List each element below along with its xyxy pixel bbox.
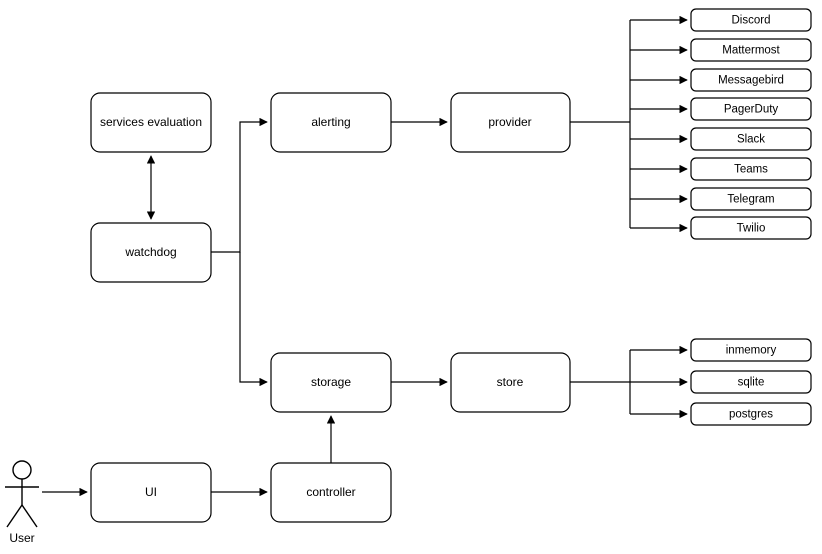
node-messagebird-rect xyxy=(690,68,812,92)
actor-leg-right-icon xyxy=(21,504,38,528)
node-postgres[interactable]: postgres xyxy=(690,402,812,426)
actor-head-icon xyxy=(12,460,32,480)
node-pagerduty[interactable]: PagerDuty xyxy=(690,97,812,121)
actor-label: User xyxy=(9,531,34,545)
node-watchdog[interactable]: watchdog xyxy=(90,222,212,283)
node-alerting[interactable]: alerting xyxy=(270,92,392,153)
node-alerting-rect xyxy=(270,92,392,153)
node-services-evaluation-rect xyxy=(90,92,212,153)
node-services-evaluation[interactable]: services evaluation xyxy=(90,92,212,153)
edge-watchdog-alerting xyxy=(211,117,268,253)
node-mattermost[interactable]: Mattermost xyxy=(690,38,812,62)
node-teams-rect xyxy=(690,157,812,181)
node-mattermost-rect xyxy=(690,38,812,62)
actor-user[interactable]: User xyxy=(5,460,39,545)
node-controller[interactable]: controller xyxy=(270,462,392,523)
node-telegram[interactable]: Telegram xyxy=(690,187,812,211)
node-slack[interactable]: Slack xyxy=(690,127,812,151)
node-discord-rect xyxy=(690,8,812,32)
actor-leg-left-icon xyxy=(6,504,23,528)
provider-targets-layer: Discord Mattermost Messagebird PagerDuty… xyxy=(690,8,812,240)
node-storage[interactable]: storage xyxy=(270,352,392,413)
edges-layer xyxy=(42,15,688,497)
node-teams[interactable]: Teams xyxy=(690,157,812,181)
node-store[interactable]: store xyxy=(450,352,571,413)
node-messagebird[interactable]: Messagebird xyxy=(690,68,812,92)
edge-watchdog-storage xyxy=(239,252,268,387)
node-telegram-rect xyxy=(690,187,812,211)
node-ui-rect xyxy=(90,462,212,523)
node-pagerduty-rect xyxy=(690,97,812,121)
node-controller-rect xyxy=(270,462,392,523)
node-provider-rect xyxy=(450,92,571,153)
node-inmemory-rect xyxy=(690,338,812,362)
node-twilio[interactable]: Twilio xyxy=(690,216,812,240)
store-targets-layer: inmemory sqlite postgres xyxy=(690,338,812,426)
node-postgres-rect xyxy=(690,402,812,426)
node-discord[interactable]: Discord xyxy=(690,8,812,32)
node-storage-rect xyxy=(270,352,392,413)
node-inmemory[interactable]: inmemory xyxy=(690,338,812,362)
node-ui[interactable]: UI xyxy=(90,462,212,523)
node-store-rect xyxy=(450,352,571,413)
node-slack-rect xyxy=(690,127,812,151)
node-watchdog-rect xyxy=(90,222,212,283)
node-sqlite-rect xyxy=(690,370,812,394)
node-provider[interactable]: provider xyxy=(450,92,571,153)
node-twilio-rect xyxy=(690,216,812,240)
node-sqlite[interactable]: sqlite xyxy=(690,370,812,394)
